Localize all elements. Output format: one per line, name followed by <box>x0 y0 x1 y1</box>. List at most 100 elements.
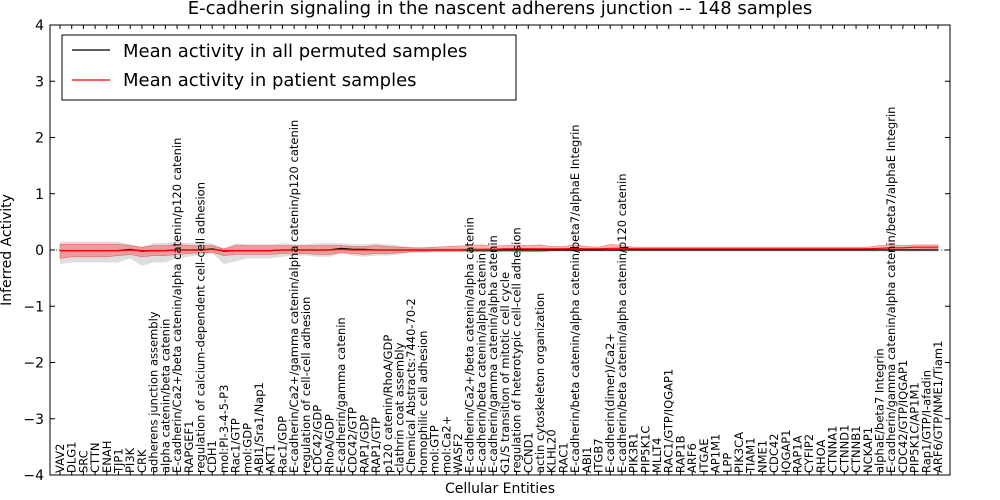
x-tick-label: mol:Ca2+ <box>439 416 453 473</box>
x-tick-label: WASF2 <box>451 433 465 473</box>
legend-box <box>61 34 517 101</box>
x-tick-label: LPP <box>720 453 734 473</box>
x-tick-label: mol:PI-3-4-5-P3 <box>217 385 231 473</box>
x-tick-label: ENAH <box>100 441 114 473</box>
x-tick-label: p120 catenin/RhoA/GDP <box>381 335 395 473</box>
x-tick-label: MLLT4 <box>650 438 664 474</box>
x-tick-label: G1/S transition of mitotic cell cycle <box>498 272 512 473</box>
legend-label-permuted: Mean activity in all permuted samples <box>123 41 467 62</box>
y-tick-label: 1 <box>35 187 44 203</box>
x-axis-label: Cellular Entities <box>445 481 555 497</box>
y-tick-label: −3 <box>23 412 44 428</box>
chart-title: E-cadherin signaling in the nascent adhe… <box>188 0 812 19</box>
x-tick-label: E-cadherin/gamma catenin <box>334 317 348 473</box>
x-tick-label: SRC <box>76 450 90 473</box>
x-tick-label: alphaE/beta7 Integrin <box>873 348 887 473</box>
x-tick-label: Rap1/GTP/I-afadin <box>919 370 933 473</box>
x-tick-label: CYFIP2 <box>802 434 816 473</box>
x-tick-label: KLHL20 <box>545 429 559 473</box>
x-tick-label: CRK <box>135 449 149 473</box>
x-tick-label: CTNNA1 <box>826 426 840 473</box>
x-tick-label: CCND1 <box>521 432 535 473</box>
x-tick-label: clathrin coat assembly <box>393 342 407 473</box>
x-tick-label: CDC42 <box>767 433 781 473</box>
x-tick-label: CDC42/GDP <box>311 405 325 473</box>
x-tick-label: alpha catenin/beta catenin <box>158 319 172 473</box>
y-tick-label: −1 <box>23 299 44 315</box>
x-tick-label: actin cytoskeleton organization <box>533 293 547 473</box>
x-tick-label: CTNND1 <box>837 425 851 473</box>
x-tick-label: DLG1 <box>65 442 79 474</box>
x-tick-label: ARF6/GTP/NME1/Tiam1 <box>931 341 945 473</box>
x-tick-label: regulation of calcium-dependent cell-cel… <box>194 182 208 473</box>
x-tick-label: RAP1/GDP <box>357 415 371 473</box>
x-tick-label: TIAM1 <box>744 437 758 474</box>
x-tick-label: CDH1 <box>205 440 219 473</box>
y-axis: −4 −3 −2 −1 0 1 2 3 4 <box>23 18 950 484</box>
x-tick-label: regulation of heterotypic cell-cell adhe… <box>510 227 524 473</box>
x-tick-label: adherens junction assembly <box>147 311 161 473</box>
series-line-patient <box>60 246 938 252</box>
x-tick-label: RAP1B <box>674 435 688 473</box>
y-tick-label: 0 <box>35 243 44 259</box>
x-tick-label: PIP5K1C <box>638 426 652 473</box>
x-tick-label: AP1M1 <box>709 434 723 473</box>
x-tick-label: RAP1/GTP <box>369 417 383 473</box>
x-tick-label: CTNNB1 <box>849 426 863 473</box>
x-tick-label: AKT1 <box>264 444 278 473</box>
x-tick-label: RAC1/GTP/IQGAP1 <box>662 369 676 473</box>
x-tick-label: E-cadherin(dimer)/Ca2+ <box>603 333 617 473</box>
y-axis-label: Inferred Activity <box>0 194 15 306</box>
x-tick-label: PIK3CA <box>732 432 746 473</box>
x-tick-label: ITGB7 <box>592 438 606 473</box>
y-tick-label: 4 <box>35 18 44 34</box>
x-tick-label: CDC42/GTP/IQGAP1 <box>896 360 910 473</box>
x-tick-label: CTTN <box>88 443 102 473</box>
x-tick-label: mol:GTP <box>428 425 442 473</box>
y-tick-label: 2 <box>35 131 44 147</box>
y-tick-label: −2 <box>23 356 44 372</box>
x-tick-label: NME1 <box>755 440 769 473</box>
legend: Mean activity in all permuted samples Me… <box>61 34 517 101</box>
y-tick-label: −4 <box>23 468 44 484</box>
x-tick-label: RHOA <box>814 440 828 473</box>
x-tick-label: ITGAE <box>697 439 711 473</box>
x-tick-label: IQGAP1 <box>779 430 793 473</box>
y-tick-label: 3 <box>35 74 44 90</box>
plot-frame <box>49 24 951 476</box>
x-tick-label: VAV2 <box>53 444 67 473</box>
x-tick-label: E-cadherin/Ca2+/beta catenin/alpha caten… <box>170 138 184 473</box>
x-tick-label: ARF6 <box>685 443 699 473</box>
x-tick-label: CDC42/GTP <box>346 407 360 473</box>
x-tick-label: homophilic cell adhesion <box>416 331 430 473</box>
x-tick-label: Chemical Abstracts:7440-70-2 <box>404 298 418 473</box>
x-tick-label: PIK3R1 <box>627 433 641 474</box>
x-tick-label: E-cadherin/Ca2+/gamma catenin/alpha cate… <box>287 120 301 473</box>
x-tick-label: RAP1A <box>791 435 805 473</box>
x-tick-label: ABI1 <box>580 447 594 473</box>
x-tick-label: mol:GDP <box>240 423 254 473</box>
x-tick-label: PI3K <box>123 447 137 473</box>
x-tick-label: Rac1/GDP <box>275 416 289 473</box>
legend-label-patient: Mean activity in patient samples <box>123 70 417 91</box>
x-tick-label: NCKAP1 <box>861 427 875 473</box>
x-tick-label: E-cadherin/Ca2+/beta catenin/alpha caten… <box>463 217 477 473</box>
x-tick-label: RhoA/GDP <box>322 414 336 473</box>
x-tick-label: ABI1/Sra1/Nap1 <box>252 382 266 473</box>
plot-area <box>50 241 950 266</box>
x-tick-label: E-cadherin/beta catenin/alpha catenin/be… <box>568 124 582 473</box>
x-tick-label: RAPGEF1 <box>182 421 196 473</box>
x-tick-label: E-cadherin/gamma catenin/alpha catenin/b… <box>884 107 898 473</box>
x-tick-label: RAC1 <box>556 442 570 473</box>
x-tick-label: regulation of cell-cell adhesion <box>299 297 313 473</box>
x-tick-label: E-cadherin/beta catenin/alpha catenin <box>474 253 488 473</box>
x-tick-label: E-cadherin/gamma catenin/alpha catenin <box>486 235 500 473</box>
x-tick-label: E-cadherin/beta catenin/alpha catenin/p1… <box>615 174 629 474</box>
x-tick-label: PIP5K1C/AP1M1 <box>908 382 922 473</box>
band-permuted <box>60 241 938 266</box>
x-tick-label: TJP1 <box>112 448 126 474</box>
band-patient <box>59 244 939 259</box>
x-tick-label: Rac1/GTP <box>229 418 243 473</box>
